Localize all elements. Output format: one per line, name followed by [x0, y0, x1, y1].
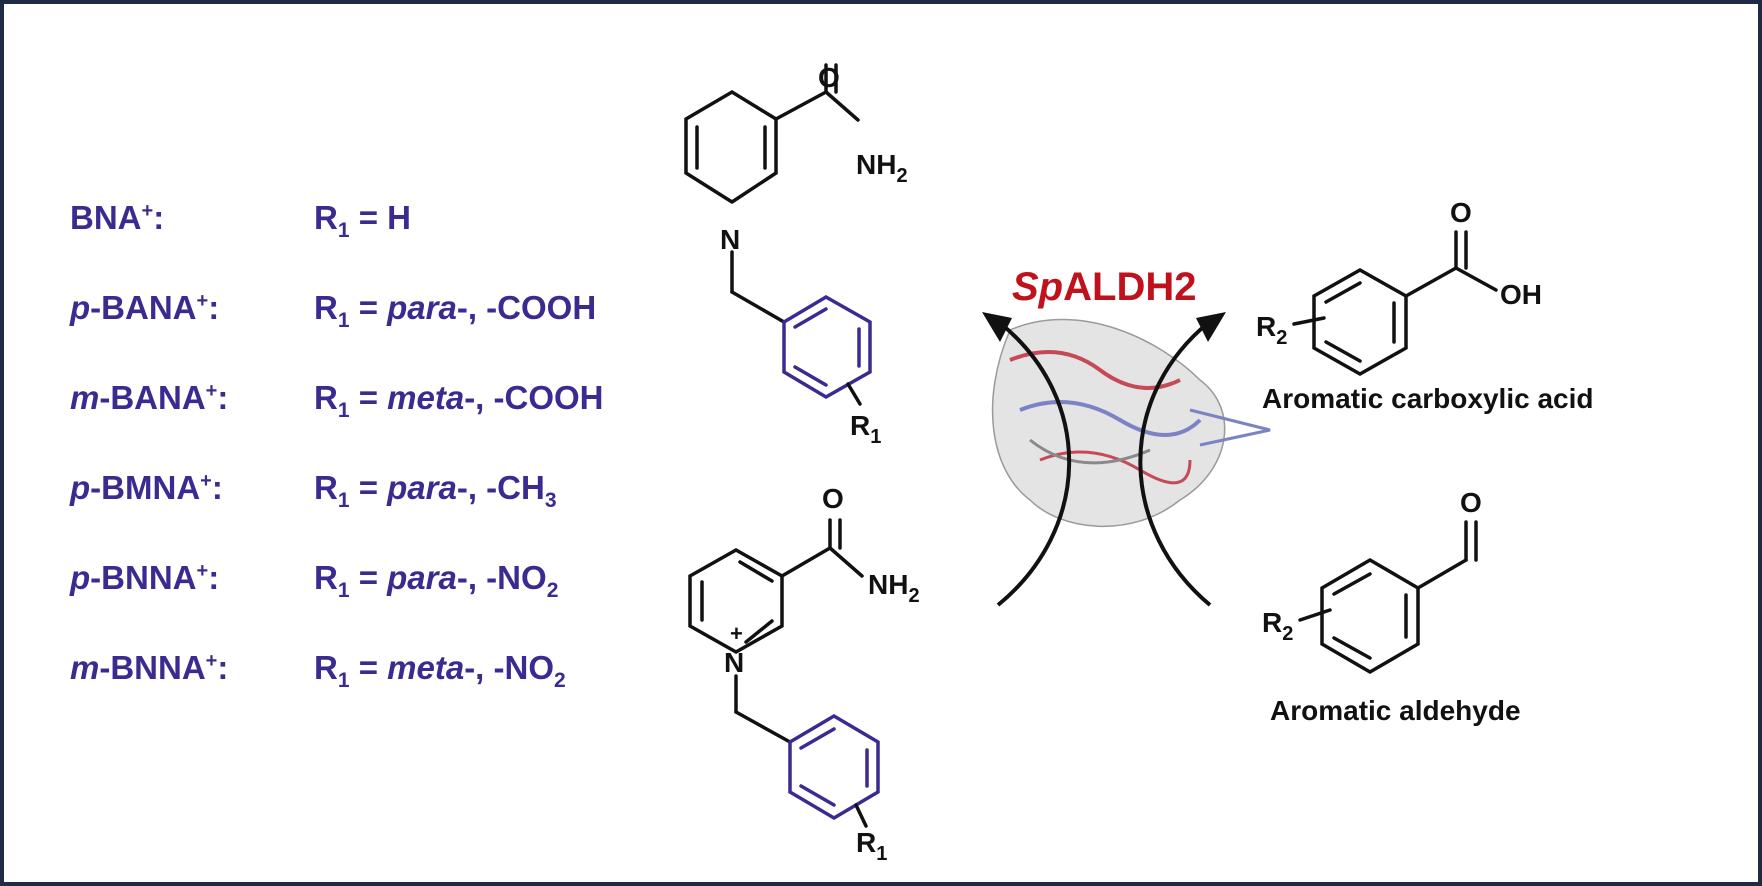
ald-r2-bond [1298, 608, 1332, 622]
substituent-definition: R1 = para-, -CH3 [314, 469, 557, 512]
protein-cartoon [991, 318, 1271, 527]
atom-o-top: O [818, 62, 840, 93]
derivative-name: p-BMNA+: [69, 469, 223, 506]
benzyl-double-3 [793, 365, 828, 387]
acid-carbonyl-bond [1404, 266, 1458, 298]
acid-c-oh-bond [1454, 266, 1498, 292]
benzyl-b-double-3 [799, 784, 836, 807]
benzyl-ring-top [782, 294, 872, 400]
substituent-definition: R1 = meta-, -COOH [314, 379, 604, 422]
py-carbonyl-bond [780, 546, 832, 578]
reaction-arrows [982, 312, 1226, 607]
ch2-phenyl-bond [730, 290, 786, 324]
py-double-2 [738, 560, 774, 583]
aldehyde-ring [1320, 557, 1420, 675]
derivative-name: BNA+: [70, 199, 164, 236]
r1-bond-top [846, 382, 862, 406]
substituent-definition: R1 = H [314, 199, 411, 242]
atom-r1-top: R1 [850, 410, 881, 448]
acid-r2-bond [1292, 316, 1326, 326]
protein-helix-blue [1019, 400, 1202, 437]
substituent-definition: R1 = para-, -NO2 [314, 559, 558, 602]
derivative-legend: BNA+: R1 = H p-BANA+: R1 = para-, -COOH m-BA… [69, 199, 604, 692]
py-c-n-bond [828, 546, 864, 578]
benzyl-b-double-1 [799, 727, 836, 750]
derivative-name: m-BANA+: [70, 379, 228, 416]
arrow-oxidation [996, 321, 1072, 607]
enzyme-label: SpALDH2 [1012, 265, 1196, 309]
pyridinium-structure: O NH2 N + R1 [688, 483, 920, 865]
atom-n-top: N [720, 224, 740, 255]
charge-plus: + [730, 621, 743, 646]
aldehyde-o: O [1460, 487, 1482, 518]
derivative-name: m-BNNA+: [70, 649, 228, 686]
r1-bond-bottom [854, 803, 868, 828]
acid-double-3 [1324, 340, 1362, 363]
arrow-oxidation-head [982, 312, 1012, 342]
protein-strand-grey [1029, 438, 1151, 465]
dihydronicotinamide-structure: O NH2 N R1 [684, 62, 908, 448]
dihydropyridine-ring [684, 89, 778, 204]
acid-r2: R2 [1256, 311, 1287, 349]
pyridinium-ring [688, 547, 784, 655]
ald-carbonyl-bond [1416, 558, 1468, 590]
protein-loop [1189, 408, 1271, 447]
arrow-reduction [1138, 321, 1212, 607]
aldehyde-caption: Aromatic aldehyde [1270, 695, 1521, 726]
carbonyl-carbon-bond [774, 90, 828, 121]
benzyl-double-1 [793, 307, 828, 329]
benzyl-ring-bottom [788, 713, 880, 821]
derivative-name: p-BNNA+: [69, 559, 219, 596]
substituent-definition: R1 = para-, -COOH [314, 289, 596, 332]
atom-nh2-bottom: NH2 [868, 569, 920, 607]
c-n-amide-bond [824, 90, 860, 122]
substituent-definition: R1 = meta-, -NO2 [314, 649, 566, 692]
arrow-reduction-head [1196, 312, 1226, 342]
aldehyde-r2: R2 [1262, 607, 1293, 645]
aldehyde-structure: O R2 Aromatic aldehyde [1262, 487, 1521, 726]
acid-caption: Aromatic carboxylic acid [1262, 383, 1593, 414]
derivative-name: p-BANA+: [69, 289, 219, 326]
ald-double-1 [1332, 572, 1372, 596]
atom-r1-bottom: R1 [856, 827, 887, 865]
py-ch2-phenyl-bond [734, 710, 792, 744]
ald-double-3 [1332, 636, 1372, 660]
acid-oh: OH [1500, 279, 1542, 310]
acid-o: O [1450, 197, 1472, 228]
acid-double-1 [1324, 281, 1362, 304]
acid-ring [1312, 267, 1408, 377]
atom-o-bottom: O [822, 483, 844, 514]
carboxylic-acid-structure: O OH R2 Aromatic carboxylic acid [1256, 197, 1593, 414]
py-double-3 [744, 619, 774, 644]
atom-nh2-top: NH2 [856, 149, 908, 187]
atom-n-plus: N [724, 647, 744, 678]
